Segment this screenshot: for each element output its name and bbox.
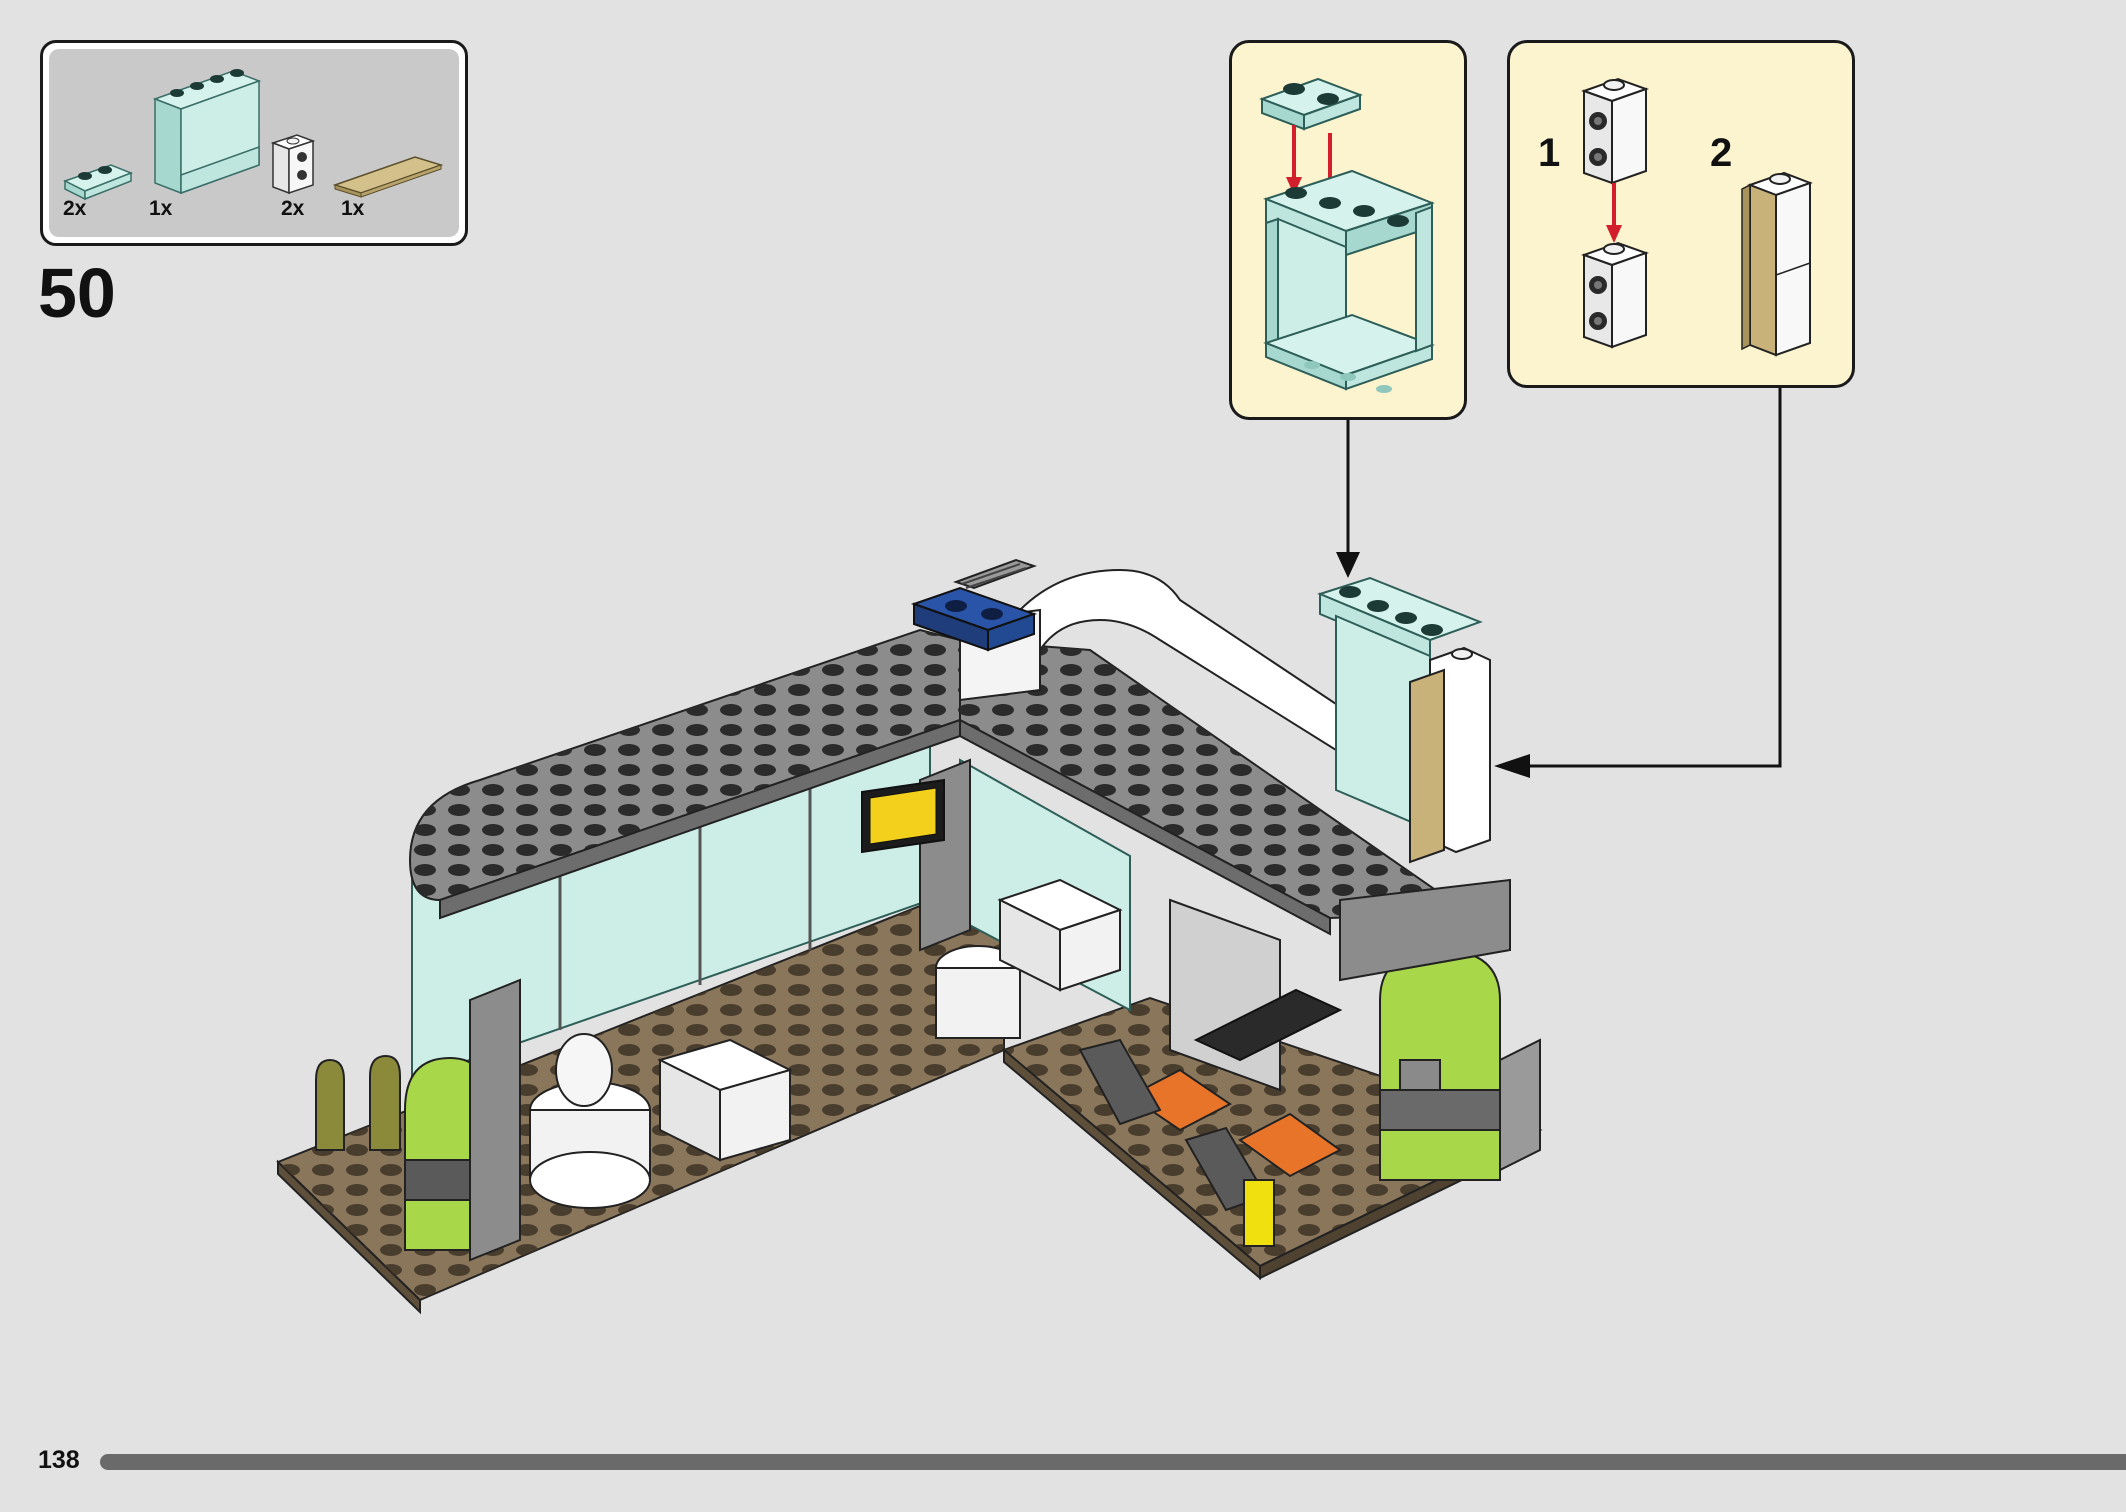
floor-details [1078, 988, 1343, 1247]
callout-arrows [1336, 388, 1782, 778]
step-number: 50 [38, 254, 116, 332]
tan-tile-part [332, 156, 444, 198]
progress-bar [100, 1454, 2126, 1470]
parts-list-panel: 2x 1x 2x 1x [49, 49, 459, 237]
plate-1x2-part [63, 164, 133, 201]
substep-callout-left [1229, 40, 1467, 420]
yellow-screen [861, 778, 945, 854]
lime-tank [315, 1054, 491, 1251]
part-qty: 2x [281, 197, 305, 220]
part-qty: 2x [63, 197, 87, 220]
gray-pillars [469, 758, 1511, 1262]
lime-machine [1379, 948, 1541, 1181]
roof-plates [408, 628, 1452, 936]
substep-callout-right: 1 2 [1507, 40, 1855, 388]
substep-left-illustration [1259, 77, 1435, 393]
substep-number-2: 2 [1710, 131, 1733, 175]
parts-list: 2x 1x 2x 1x [40, 40, 468, 246]
part-qty: 1x [149, 197, 173, 220]
new-panel-assembly [1317, 576, 1491, 864]
substep-number-1: 1 [1538, 131, 1561, 175]
lab-equipment [529, 878, 1123, 1209]
white-brick-part [270, 134, 316, 195]
substep-right-illustration [1581, 77, 1813, 357]
panel-1x4x3-part [152, 69, 262, 195]
page-number: 138 [38, 1446, 80, 1474]
blue-tile [910, 558, 1038, 652]
part-qty: 1x [341, 197, 365, 220]
